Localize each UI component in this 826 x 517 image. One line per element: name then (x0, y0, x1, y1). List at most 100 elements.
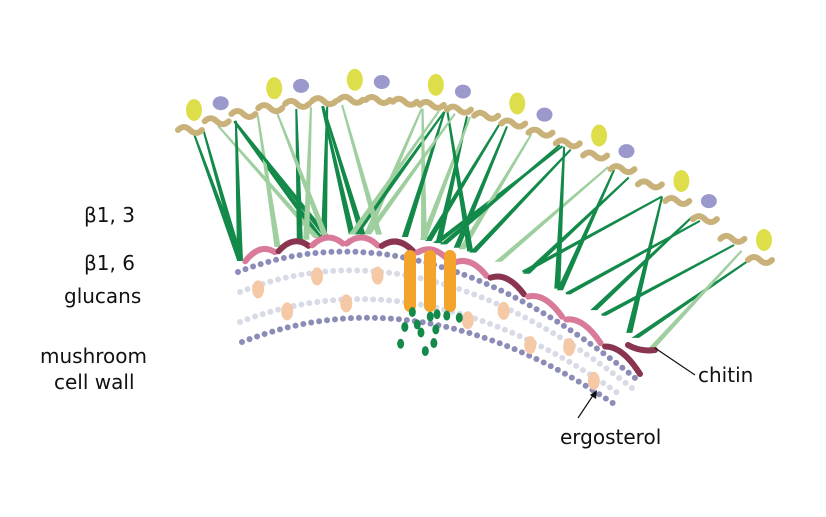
chitin-strand (487, 273, 527, 298)
glucan-fiber (439, 144, 561, 245)
arrowhead-icon (590, 390, 597, 399)
purple-sugar (212, 96, 229, 111)
cell-wall-label: cell wall (54, 370, 135, 394)
chitin-strand (275, 238, 312, 255)
secreted-particle (417, 327, 425, 338)
chitin-layer (242, 234, 658, 377)
ergosterol-molecule (340, 294, 353, 313)
yellow-sugar (591, 124, 608, 147)
glucan-fiber (303, 107, 312, 240)
ergosterol-molecule (587, 371, 600, 390)
glucan-fiber (192, 133, 244, 261)
yellow-sugar (673, 170, 690, 193)
secreted-particle (430, 338, 438, 349)
ergosterol-molecule (311, 267, 324, 286)
chitin-strand (563, 316, 604, 347)
secreted-particle (408, 307, 416, 318)
yellow-sugar (509, 92, 526, 115)
mushroom-label: mushroom (40, 344, 147, 368)
secreted-particle (455, 312, 463, 323)
chitin-strand (343, 234, 381, 249)
mannose-chain (580, 149, 611, 162)
purple-sugar (454, 84, 471, 99)
glucan-fiber (425, 123, 501, 241)
mannose-chain (745, 254, 775, 266)
beta-1-6-label: β1, 6 (84, 251, 135, 275)
ergosterol-label: ergosterol (560, 425, 662, 449)
mannose-chain (175, 124, 205, 136)
glucan-fiber (458, 133, 533, 250)
mannose-chain (443, 103, 474, 116)
yellow-sugar (756, 229, 772, 251)
yellow-sugar (266, 77, 283, 100)
ergosterol-molecule (371, 266, 384, 285)
secreted-particle (433, 309, 441, 320)
mannoprotein-layer (175, 68, 775, 266)
yellow-sugar (346, 68, 363, 91)
glucans-label: glucans (64, 284, 142, 308)
beta-1-3-label: β1, 3 (84, 203, 135, 227)
chitin-pointer-line (654, 347, 696, 376)
glucan-fiber (631, 257, 753, 338)
mannose-chain (634, 178, 665, 191)
mannose-chain (282, 97, 313, 110)
mannose-chain (717, 232, 748, 245)
mannose-chain (308, 95, 339, 108)
purple-sugar (293, 78, 310, 93)
membrane-protein-column (404, 250, 416, 312)
glucan-fiber (453, 126, 508, 248)
mannose-chain (552, 137, 583, 150)
purple-sugar (700, 194, 717, 209)
chitin-label: chitin (698, 363, 754, 387)
yellow-sugar (186, 99, 202, 121)
mannose-chain (362, 94, 393, 106)
lipid-row (239, 314, 617, 407)
secreted-particle (432, 324, 440, 335)
mannose-chain (471, 109, 502, 122)
ergosterol-molecule (563, 338, 576, 356)
glucan-fiber (234, 120, 244, 261)
glucan-fiber (626, 196, 664, 333)
purple-sugar (373, 75, 390, 89)
chitin-strand (309, 234, 346, 249)
mannose-chain (498, 117, 529, 130)
mannose-chain (228, 107, 259, 120)
mannose-chain (689, 213, 720, 226)
mannose-chain (335, 93, 366, 106)
chitin-strand (450, 257, 490, 279)
yellow-sugar (427, 73, 444, 96)
glucan-fibers (192, 104, 753, 349)
glucan-fiber (341, 104, 383, 235)
glucan-fiber (522, 176, 630, 274)
glucan-fiber (565, 219, 701, 295)
secreted-particle (421, 346, 429, 357)
glucan-fiber (348, 110, 440, 235)
ergosterol-molecule (497, 301, 510, 320)
glucan-fiber (256, 115, 281, 247)
glucan-fiber (469, 148, 572, 253)
mannose-chain (607, 163, 638, 176)
mannose-chain (416, 98, 447, 111)
mannose-chain (201, 115, 232, 128)
ergosterol-molecule (281, 302, 294, 321)
glucan-fiber (601, 244, 735, 316)
secreted-particle (397, 338, 405, 349)
glucan-fiber (556, 169, 616, 291)
mannose-chain (389, 95, 420, 108)
glucan-fiber (322, 105, 366, 235)
glucan-fiber (494, 166, 609, 262)
glucan-fiber (554, 146, 566, 289)
glucan-fiber (233, 120, 330, 237)
glucan-fiber (446, 112, 474, 252)
secreted-particle (413, 319, 421, 330)
ergosterol-molecule (524, 336, 537, 355)
membrane-protein-column (444, 250, 456, 312)
chitin-strand (242, 245, 278, 265)
chitin-strand (625, 342, 658, 354)
secreted-particle (401, 321, 409, 332)
chitin-strand (378, 238, 417, 255)
purple-sugar (618, 144, 635, 159)
ergosterol-pointer-arrow (577, 393, 595, 419)
glucan-fiber (364, 113, 456, 235)
